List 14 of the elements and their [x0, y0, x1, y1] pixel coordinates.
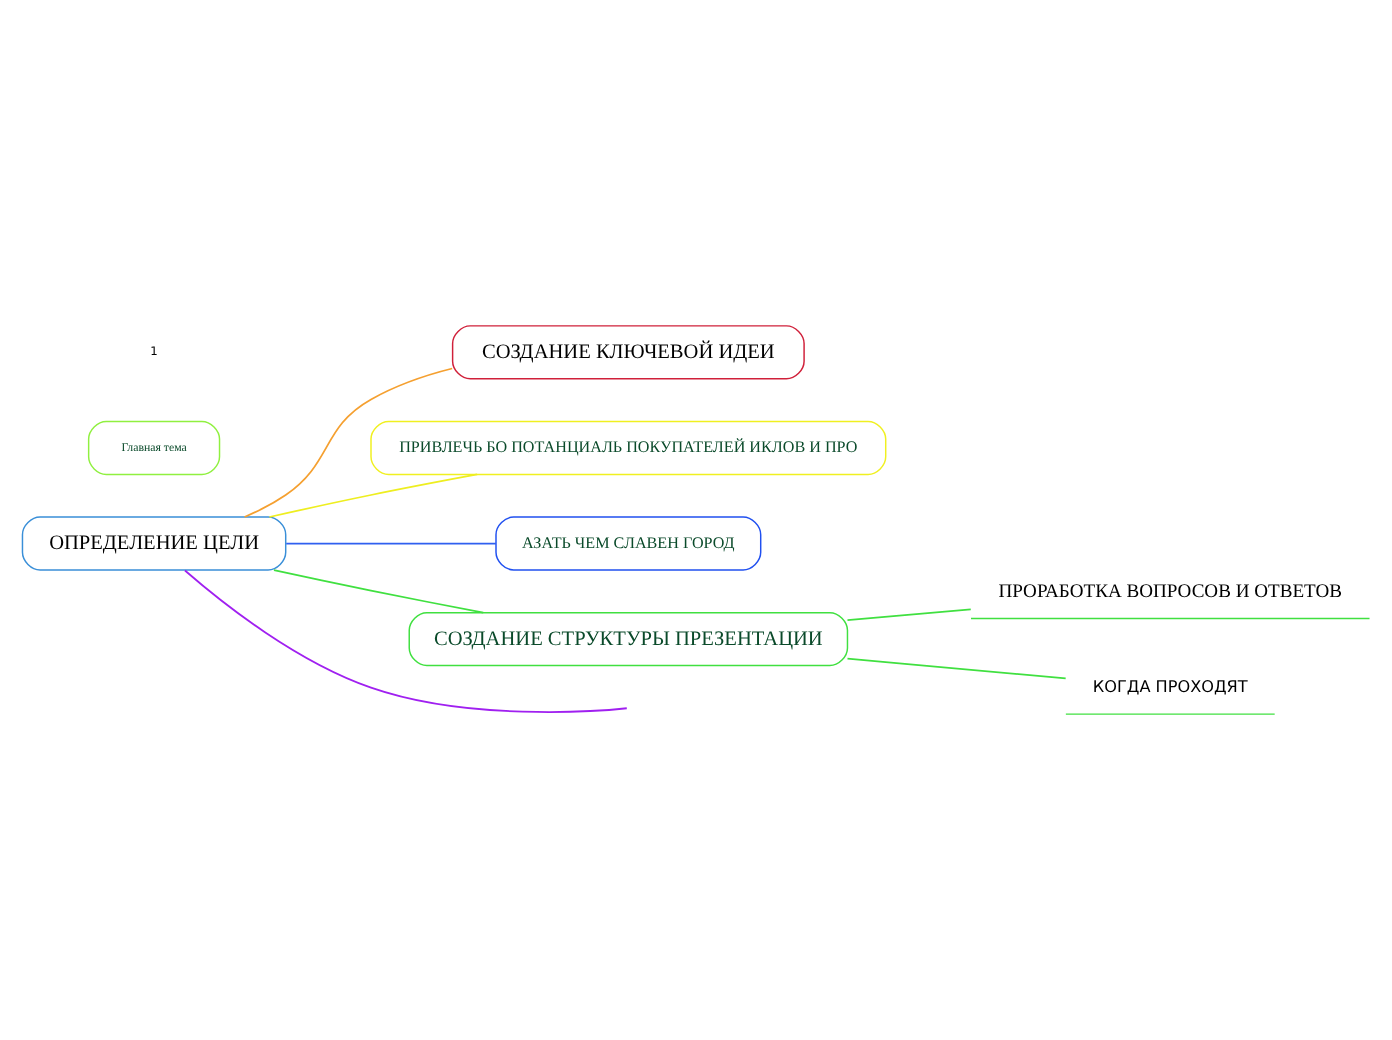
connector [846, 657, 1067, 680]
connector [184, 569, 628, 713]
connector [273, 569, 485, 614]
node-text: ПРОРАБОТКА ВОПРОСОВ И ОТВЕТОВ [998, 581, 1343, 604]
node-box: ОПРЕДЕЛЕНИЕ ЦЕЛИ [21, 516, 287, 571]
node-box: АЗАТЬ ЧЕМ СЛАВЕН ГОРОД [495, 516, 762, 571]
connector [268, 473, 479, 518]
connector [243, 367, 454, 518]
node-box: СОЗДАНИЕ КЛЮЧЕВОЙ ИДЕИ [451, 325, 805, 380]
node-box: СОЗДАНИЕ СТРУКТУРЫ ПРЕЗЕНТАЦИИ [408, 611, 849, 667]
node-box: ПРИВЛЕЧЬ БО ПОТАНЦИАЛЬ ПОКУПАТЕЛЕЙ ИКЛОВ И ПРО [370, 420, 887, 476]
connector [285, 542, 497, 545]
node-text: КОГДА ПРОХОДЯТ [1092, 675, 1248, 696]
connector [846, 608, 972, 621]
